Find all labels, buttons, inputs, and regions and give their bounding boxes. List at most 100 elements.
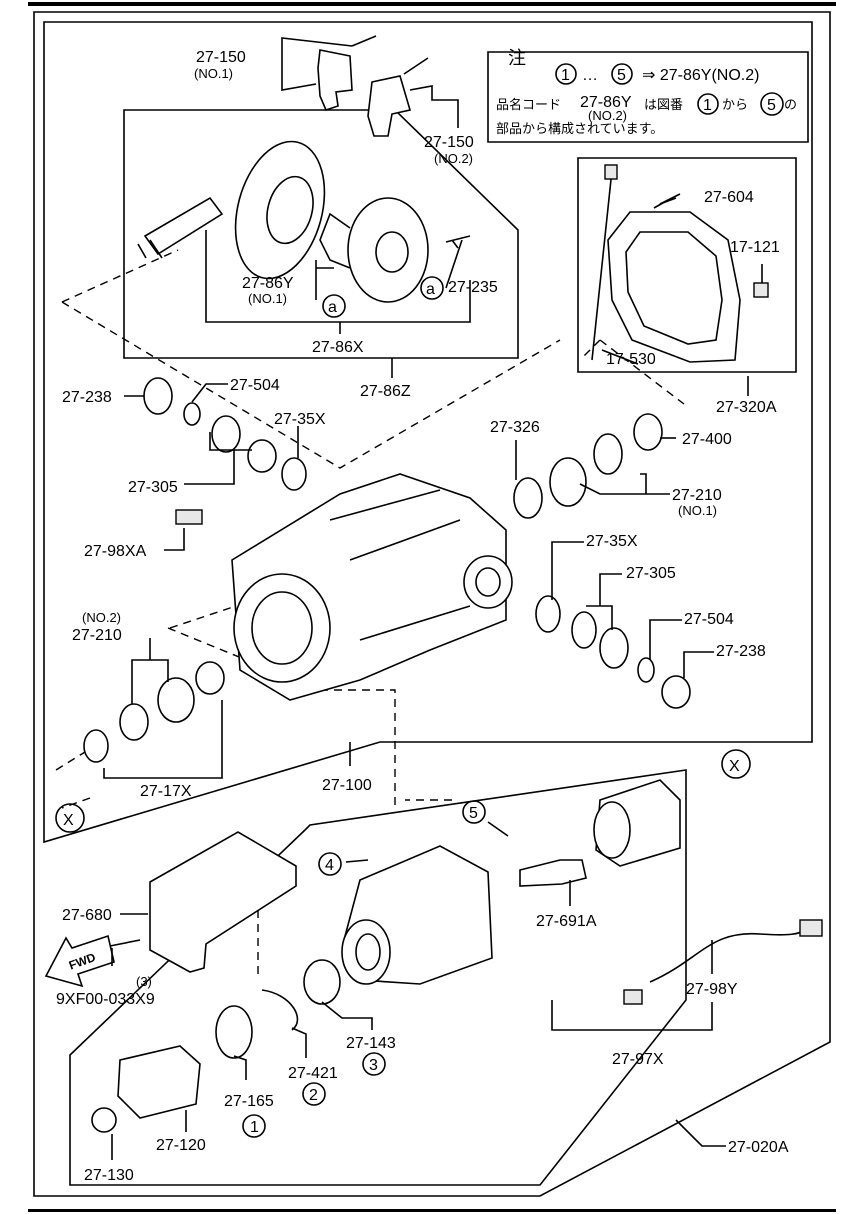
label-27-130: 27-130: [84, 1167, 134, 1184]
note-line2-e: の: [784, 97, 797, 112]
label-27-326: 27-326: [490, 419, 540, 436]
fwd-arrow-icon: FWD: [44, 934, 115, 988]
label-no1-b: (NO.1): [248, 291, 287, 306]
circle-1: 1: [250, 1119, 259, 1136]
label-27-165: 27-165: [224, 1093, 274, 1110]
note-title: 注: [508, 48, 526, 68]
drain-plug: [753, 282, 769, 298]
label-no2-a: (NO.2): [434, 151, 473, 166]
label-27-98y: 27-98Y: [686, 981, 738, 998]
label-27-238-left: 27-238: [62, 389, 112, 406]
note-circle-5b: 5: [767, 97, 776, 114]
label-27-400: 27-400: [682, 431, 732, 448]
pinion-group-parts: [91, 779, 823, 1133]
diff-cover-group: [577, 157, 797, 373]
label-qty-3: (3): [136, 974, 152, 989]
label-27-150-no1: 27-150: [196, 49, 246, 66]
breather-tube: [591, 169, 613, 361]
oil-seal-27-238-left: [143, 377, 173, 415]
label-27-210-no1: 27-210: [672, 487, 722, 504]
label-27-691a: 27-691A: [536, 913, 597, 930]
svg-text:…: …: [582, 67, 598, 84]
label-27-235: 27-235: [448, 279, 498, 296]
note-circle-5: 5: [617, 67, 626, 84]
carrier-housing: [231, 473, 513, 701]
circle-5: 5: [469, 805, 478, 822]
note-ref: ⇒ 27-86Y(NO.2): [642, 67, 759, 84]
leader-lines: [103, 37, 763, 1160]
x-marker-left: X: [63, 812, 74, 829]
x-marker-right: X: [729, 758, 740, 775]
yoke-27-120: [117, 1045, 201, 1119]
label-27-305-left: 27-305: [128, 479, 178, 496]
note-line3: 部品から構成されています。: [496, 121, 663, 136]
bearing-cap-no2: [367, 75, 412, 137]
circle-2: 2: [309, 1087, 318, 1104]
diff-case: [319, 197, 471, 303]
label-no2-b: (NO.2): [82, 610, 121, 625]
diff-assembly-outline: [123, 109, 519, 359]
note-line2-a: 品名コード: [496, 97, 561, 112]
label-27-35x-right: 27-35X: [586, 533, 638, 550]
carrier-front-flange: [233, 573, 331, 683]
lower-left-bearing-parts: [83, 661, 225, 763]
label-27-86z: 27-86Z: [360, 383, 411, 400]
label-27-504-left: 27-504: [230, 377, 280, 394]
pinion-group-outline: [69, 769, 687, 1186]
left-bearing-parts: [143, 377, 307, 491]
part-labels: 27-150 (NO.1) 27-150 (NO.2) 27-604 17-12…: [56, 49, 789, 1184]
mark-a-1: a: [328, 299, 337, 316]
label-27-35x-left: 27-35X: [274, 411, 326, 428]
label-27-421: 27-421: [288, 1065, 338, 1082]
label-27-305-right: 27-305: [626, 565, 676, 582]
label-27-97x: 27-97X: [612, 1051, 664, 1068]
note-line2-b: は図番: [644, 97, 683, 112]
label-27-320a: 27-320A: [716, 399, 777, 416]
mount-bracket-27-680: [149, 831, 297, 973]
guide-line-mid: [167, 597, 396, 810]
label-27-604: 27-604: [704, 189, 754, 206]
label-27-86x: 27-86X: [312, 339, 364, 356]
bottom-rule: [28, 1209, 836, 1212]
diff-case-body: [347, 197, 429, 303]
mark-a-2: a: [426, 281, 435, 298]
label-27-98xa: 27-98XA: [84, 543, 147, 560]
companion-shaft: [519, 859, 587, 887]
label-27-210-no2: 27-210: [72, 627, 122, 644]
drive-pinion: [143, 196, 224, 256]
label-no1-c: (NO.1): [678, 503, 717, 518]
label-no1-a: (NO.1): [194, 66, 233, 81]
guide-line-lower: [55, 751, 452, 974]
top-rule: [28, 2, 836, 6]
bearing-caps: [317, 35, 429, 137]
ring-gear-pinion: [137, 140, 326, 280]
harness-27-98y: [649, 929, 805, 983]
label-27-020a: 27-020A: [728, 1139, 789, 1156]
note-code: 27-86Y: [580, 94, 632, 111]
bearing-cap-no1: [317, 49, 353, 111]
label-27-238-right: 27-238: [716, 643, 766, 660]
label-27-504-right: 27-504: [684, 611, 734, 628]
sensor-27-98xa: [175, 509, 203, 525]
circle-3: 3: [369, 1057, 378, 1074]
note-line2-c: から: [722, 97, 748, 112]
right-bearing-parts: [175, 413, 691, 709]
guide-line-cover: [581, 339, 685, 405]
label-27-120: 27-120: [156, 1137, 206, 1154]
breather-cap: [604, 164, 618, 180]
label-27-150-no2: 27-150: [424, 134, 474, 151]
ring-gear: [234, 140, 326, 280]
note-box: 注 1 … 5 ⇒ 27-86Y(NO.2) 品名コード 27-86Y (NO.…: [487, 48, 809, 143]
label-9xf00-033x9: 9XF00-033X9: [56, 991, 155, 1008]
carrier-group-outline: [43, 21, 813, 844]
note-circle-1: 1: [561, 67, 570, 84]
label-27-17x: 27-17X: [140, 783, 192, 800]
outer-assembly-outline: [33, 11, 831, 1197]
label-27-86y-no1: 27-86Y: [242, 275, 294, 292]
label-17-530: 17-530: [606, 351, 656, 368]
label-27-680: 27-680: [62, 907, 112, 924]
label-27-143: 27-143: [346, 1035, 396, 1052]
circle-4: 4: [325, 857, 334, 874]
label-17-121: 17-121: [730, 239, 780, 256]
